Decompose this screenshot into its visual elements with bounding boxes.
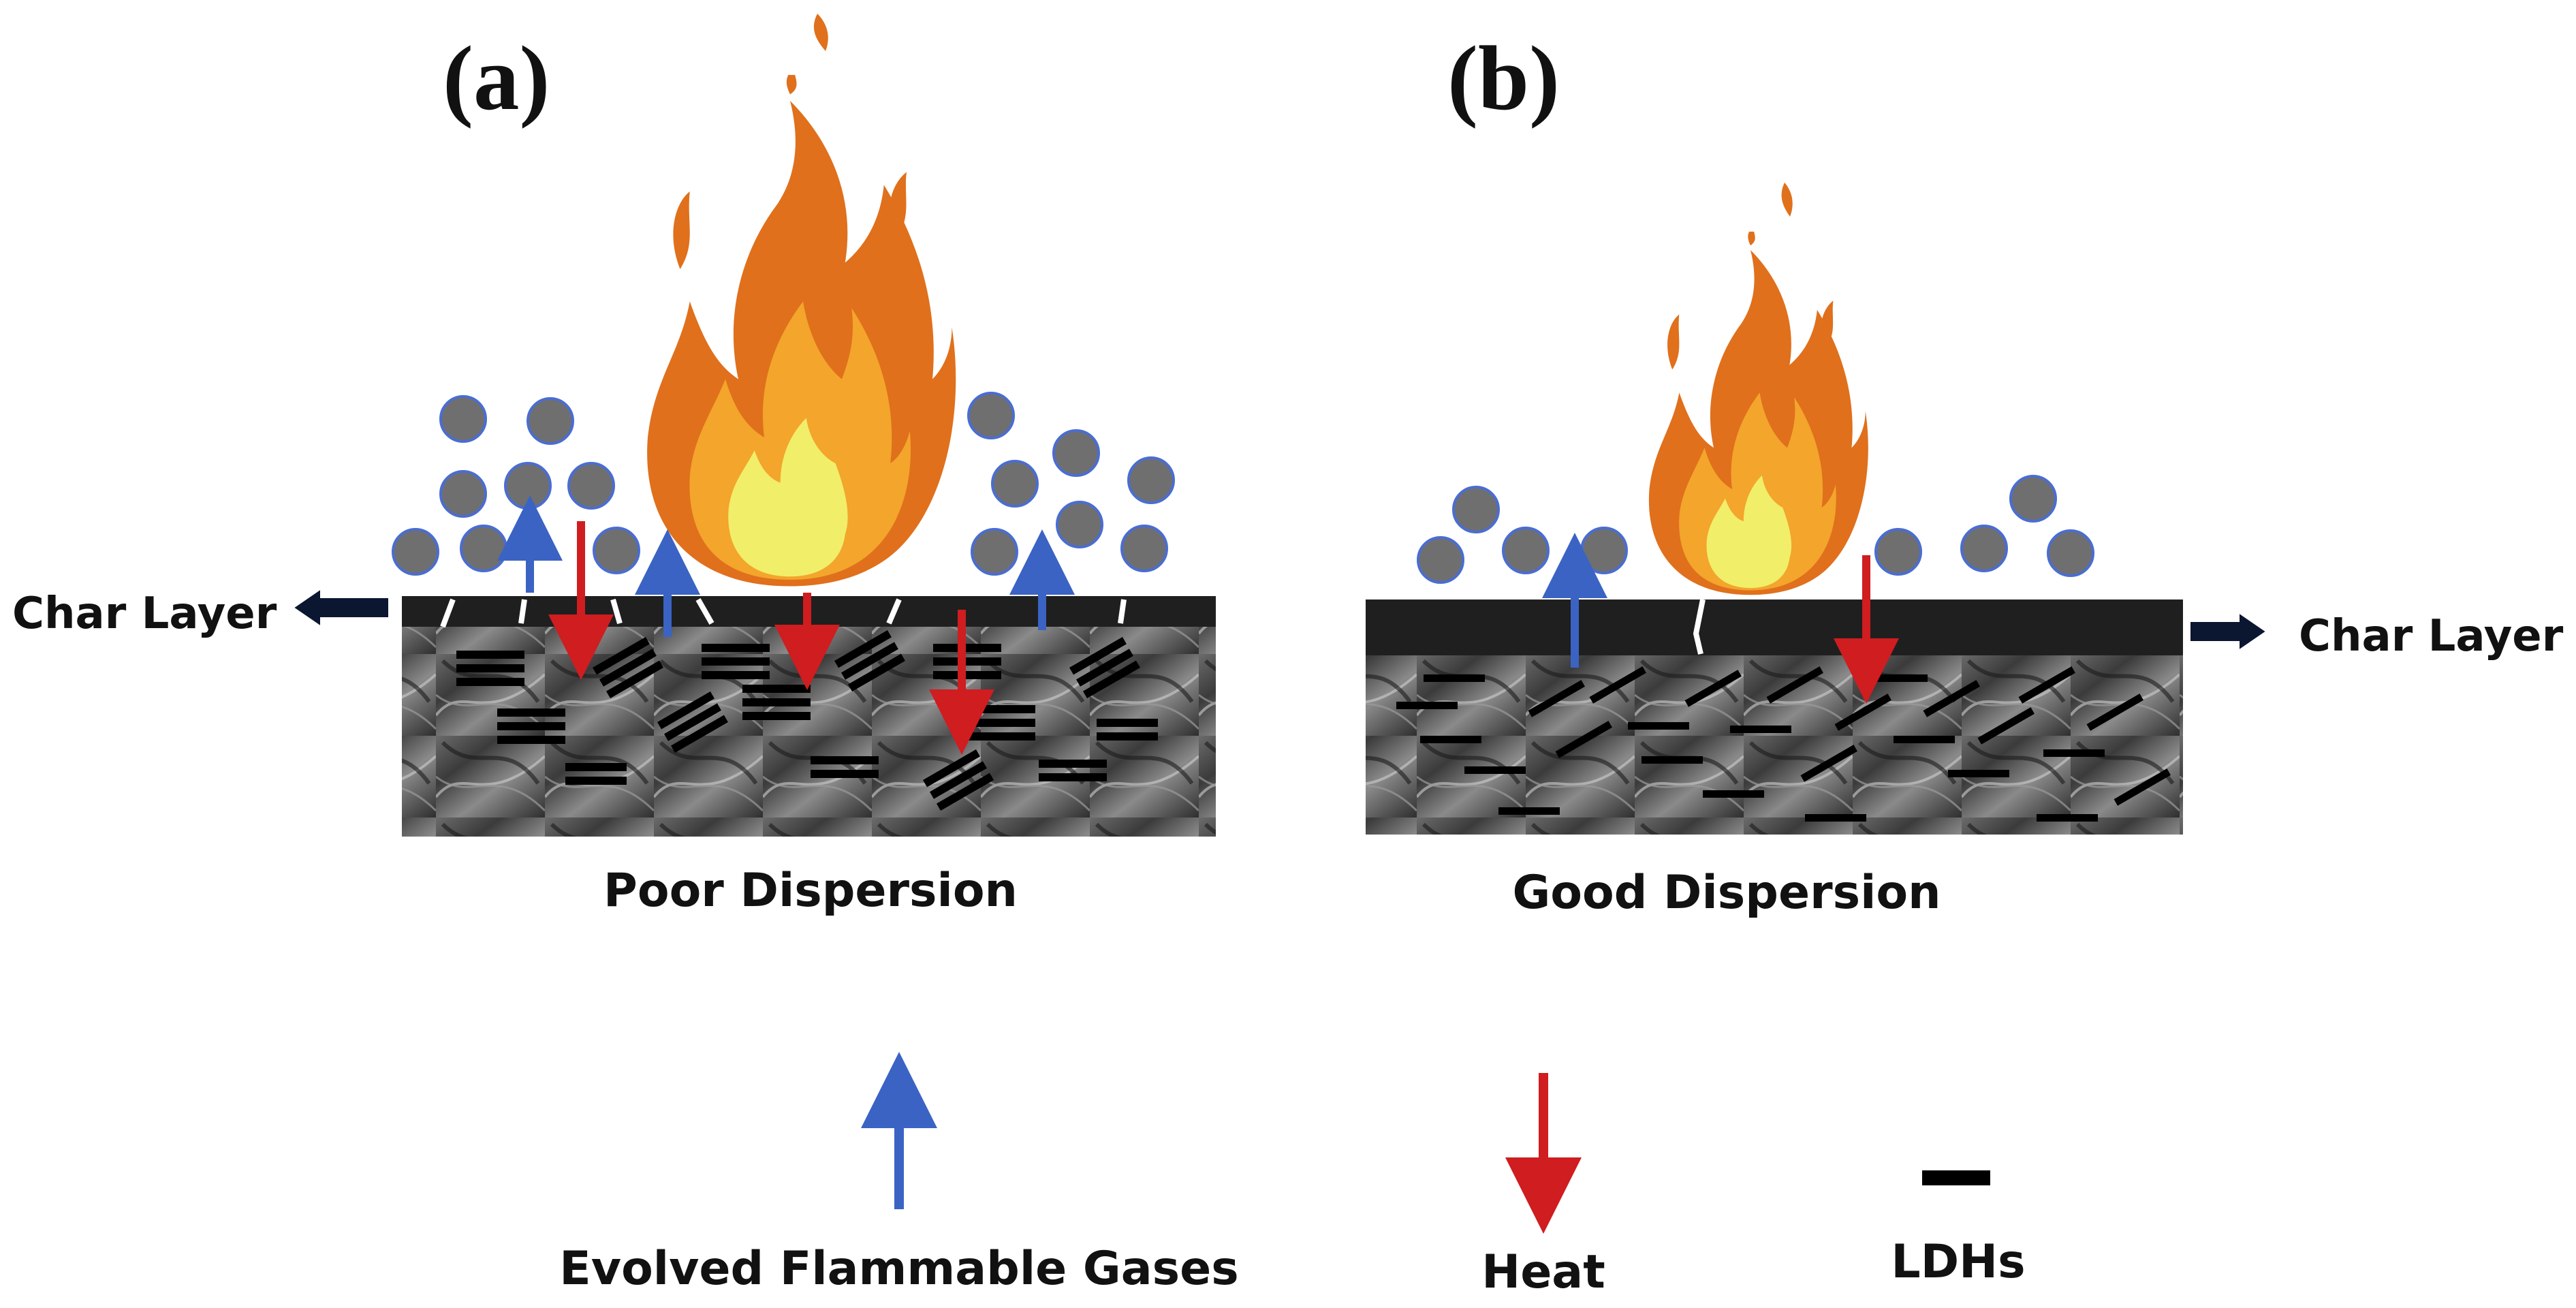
panel-a-ldh-stacks [456, 630, 1158, 811]
panel-a-flame [647, 14, 956, 587]
legend-ldh-label: LDHs [1891, 1235, 2025, 1289]
panel-a-heat-arrows [548, 521, 994, 755]
panel-b-char-layer [1366, 600, 2183, 655]
legend-heat-label: Heat [1481, 1245, 1605, 1299]
panel-b-caption: Good Dispersion [1512, 866, 1941, 920]
panel-a-caption: Poor Dispersion [603, 864, 1018, 918]
panel-b-flame [1648, 183, 1868, 595]
panel-b-char-layer-arrow [2190, 614, 2265, 649]
panel-a-char-layer-arrow [294, 590, 388, 625]
panel-a-char-layer-label: Char Layer [12, 589, 277, 639]
panel-b-label: (b) [1447, 28, 1560, 129]
legend-gases-label: Evolved Flammable Gases [559, 1242, 1238, 1296]
panel-a-label: (a) [443, 28, 550, 129]
panel-b-ldh-platelets [1396, 666, 2171, 822]
panel-a: (a) [12, 14, 1216, 918]
panel-b: (b) [1366, 28, 2564, 920]
panel-b-char-layer-label: Char Layer [2299, 611, 2564, 661]
panel-b-char-crack [1693, 599, 1706, 655]
legend: Evolved Flammable Gases Heat LDHs [559, 1052, 2026, 1299]
legend-ldh-symbol [1922, 1170, 1990, 1185]
panel-a-char-cracks [440, 598, 1127, 628]
panel-a-gas-arrows [497, 495, 1075, 637]
